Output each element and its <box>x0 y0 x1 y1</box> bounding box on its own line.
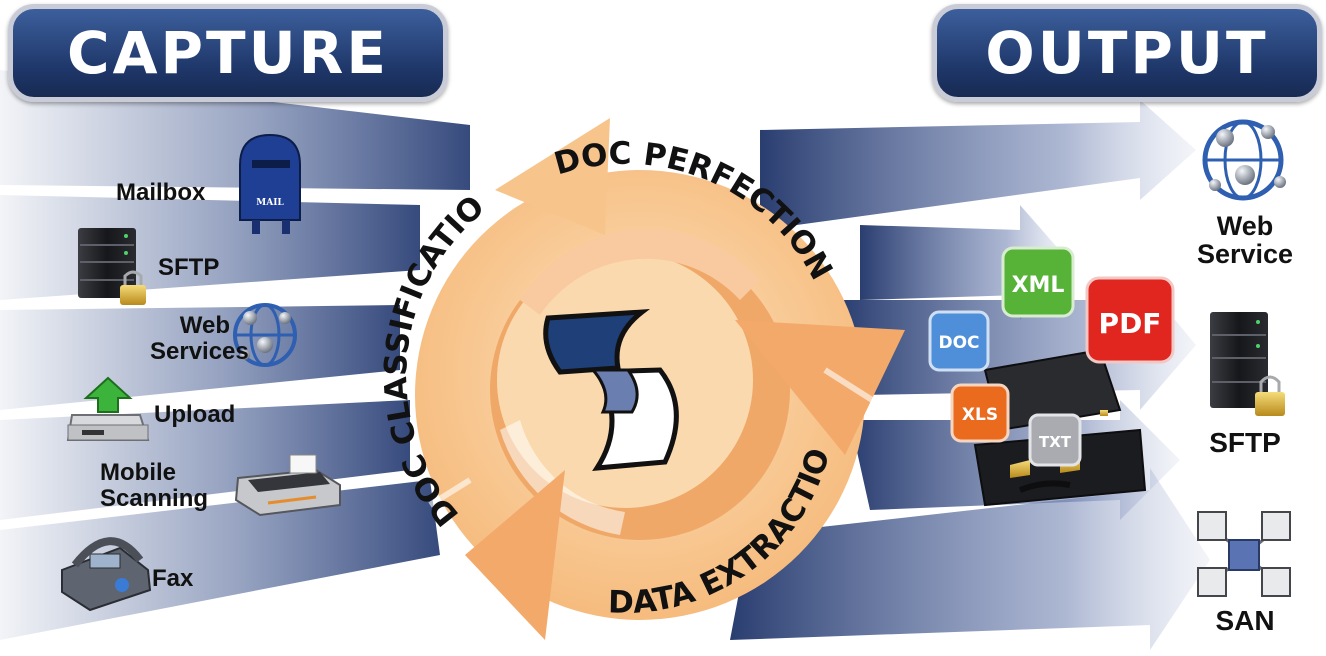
xml-file-icon: XML <box>1001 246 1075 318</box>
mobile-scanning-label-line1: Mobile <box>100 459 176 486</box>
briefcase-icon <box>973 348 1147 507</box>
sftp-server-icon <box>78 228 146 305</box>
upload-label: Upload <box>154 401 236 428</box>
sftp-label: SFTP <box>158 254 220 281</box>
fax-label: Fax <box>152 565 194 592</box>
output-sftp-server-icon <box>1210 312 1285 416</box>
output-banner: OUTPUT <box>932 4 1322 102</box>
mailbox-icon: MAIL <box>239 133 301 234</box>
mailbox-label: Mailbox <box>116 179 206 206</box>
capture-flow-bands <box>0 70 470 640</box>
txt-file-icon: TXT <box>1028 413 1082 467</box>
svg-text:DOC: DOC <box>938 333 979 353</box>
web-service-label-line1: Web <box>1216 211 1274 241</box>
web-services-globe-icon <box>233 303 297 367</box>
capture-title: CAPTURE <box>67 19 389 87</box>
mobile-scanning-label-line2: Scanning <box>100 485 209 512</box>
doc-file-icon: DOC <box>928 310 990 372</box>
svg-text:XML: XML <box>1012 273 1065 298</box>
web-service-label: Web Service <box>1180 212 1310 268</box>
web-services-label: Web Services <box>150 312 249 365</box>
svg-text:TXT: TXT <box>1039 433 1072 451</box>
capture-banner: CAPTURE <box>8 4 448 102</box>
san-label: SAN <box>1215 605 1275 636</box>
xls-file-icon: XLS <box>950 383 1010 443</box>
output-sftp-label: SFTP <box>1209 427 1281 458</box>
svg-text:PDF: PDF <box>1099 307 1162 340</box>
pdf-file-icon: PDF <box>1085 276 1175 364</box>
web-service-label-line2: Service <box>1196 239 1294 269</box>
web-services-label-line1: Web <box>179 312 230 339</box>
output-title: OUTPUT <box>985 19 1269 87</box>
center-logo <box>543 308 679 471</box>
scanner-icon <box>234 454 341 517</box>
mobile-scanning-label: Mobile Scanning <box>100 460 208 512</box>
svg-text:XLS: XLS <box>962 405 998 425</box>
san-network-icon <box>1197 511 1291 597</box>
upload-icon <box>66 376 150 441</box>
web-service-globe-icon <box>1202 119 1286 201</box>
svg-text:MAIL: MAIL <box>256 198 284 208</box>
web-services-label-line2: Services <box>150 338 249 365</box>
fax-icon <box>61 537 152 612</box>
